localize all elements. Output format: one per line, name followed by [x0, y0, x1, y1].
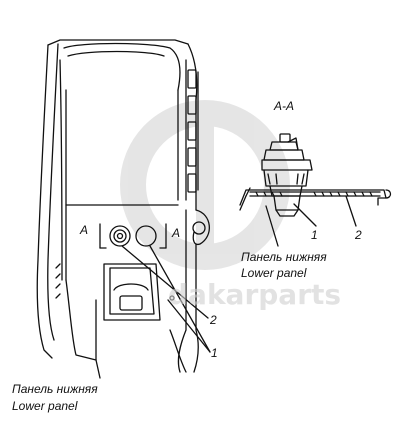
- cabin-side-view: [36, 39, 211, 379]
- detail-section-aa: [239, 133, 392, 247]
- left-caption-ru: Панель нижняя: [12, 382, 98, 396]
- callout-1-detail: 1: [311, 228, 318, 242]
- callout-2-left: 2: [210, 313, 217, 327]
- section-marker-right: A: [172, 226, 181, 240]
- detail-caption-en: Lower panel: [241, 266, 307, 280]
- callout-2-detail: 2: [355, 228, 362, 242]
- callout-1-left: 1: [211, 346, 218, 360]
- detail-title: А-А: [274, 99, 295, 113]
- section-marker-left: A: [80, 223, 89, 237]
- left-caption-en: Lower panel: [12, 399, 78, 413]
- detail-caption-ru: Панель нижняя: [241, 250, 327, 264]
- watermark-text: dakarparts: [168, 278, 342, 311]
